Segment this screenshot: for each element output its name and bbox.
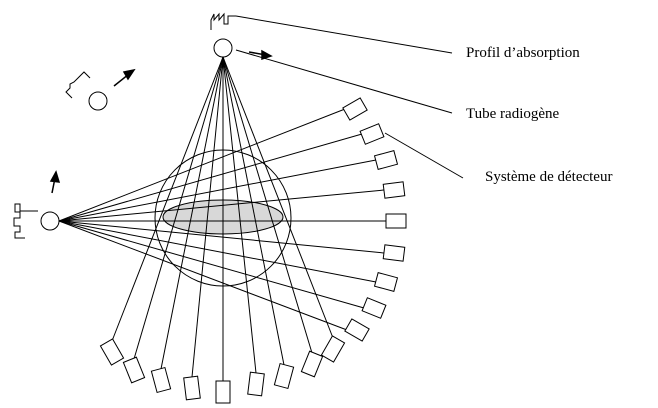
beam-top-1 (111, 56, 224, 342)
beam-left-7 (58, 220, 377, 283)
absorption-profile-icon-left (13, 203, 38, 239)
detector-element-right-4 (382, 181, 406, 199)
detector-arc-bottom (99, 335, 346, 404)
xray-tube-left (40, 211, 60, 231)
detector-element-right-5 (385, 213, 407, 229)
beam-left-6 (58, 220, 385, 254)
fan-beams-left-source (58, 108, 386, 331)
beam-top-6 (222, 56, 257, 374)
beam-left-4 (58, 189, 385, 222)
beam-top-4 (191, 56, 224, 378)
label-absorption-profile: Profil d’absorption (466, 45, 580, 61)
beam-left-9 (58, 220, 348, 331)
leader-xray-tube (235, 49, 453, 114)
detector-element-right-1 (342, 97, 368, 121)
detector-element-bottom-4 (183, 375, 201, 401)
detector-element-bottom-6 (247, 371, 265, 397)
beam-top-7 (222, 56, 285, 366)
detector-element-right-8 (361, 297, 387, 319)
beam-top-8 (222, 56, 313, 354)
detector-element-bottom-8 (300, 350, 324, 378)
absorption-profile-icon-top (210, 12, 236, 30)
beam-left-8 (58, 220, 365, 309)
detector-element-right-2 (359, 123, 385, 145)
beam-top-9 (222, 56, 334, 339)
xray-tube-diagonal (88, 91, 108, 111)
rotation-arrow-top-icon (248, 49, 273, 61)
beam-top-3 (160, 56, 224, 370)
detector-element-bottom-9 (320, 335, 346, 363)
beam-left-2 (58, 133, 363, 222)
fan-beams-top-source (111, 56, 334, 381)
detector-arc-right (342, 97, 407, 342)
detector-element-right-7 (373, 272, 399, 292)
detector-element-right-6 (382, 244, 406, 262)
detector-element-bottom-1 (99, 338, 125, 366)
rotation-arrow-diagonal-icon (113, 68, 136, 87)
leader-absorption-profile (235, 15, 453, 54)
absorption-profile-icon-diagonal (65, 71, 91, 99)
beam-top-2 (133, 56, 224, 360)
xray-tube-top (213, 38, 233, 58)
detector-element-right-9 (344, 318, 370, 342)
detector-element-right-3 (373, 150, 399, 170)
rotation-arrow-left-icon (49, 170, 61, 194)
detector-element-bottom-7 (273, 362, 295, 390)
detector-element-bottom-3 (150, 366, 172, 394)
annotation-leaders (235, 15, 464, 179)
label-detector-system: Système de détecteur (485, 169, 612, 185)
detector-element-bottom-5 (215, 380, 231, 404)
label-xray-tube: Tube radiogène (466, 106, 560, 122)
detector-element-bottom-2 (122, 356, 146, 384)
leader-detector-system (384, 132, 464, 179)
beam-left-1 (58, 108, 346, 222)
beam-left-3 (58, 159, 377, 222)
